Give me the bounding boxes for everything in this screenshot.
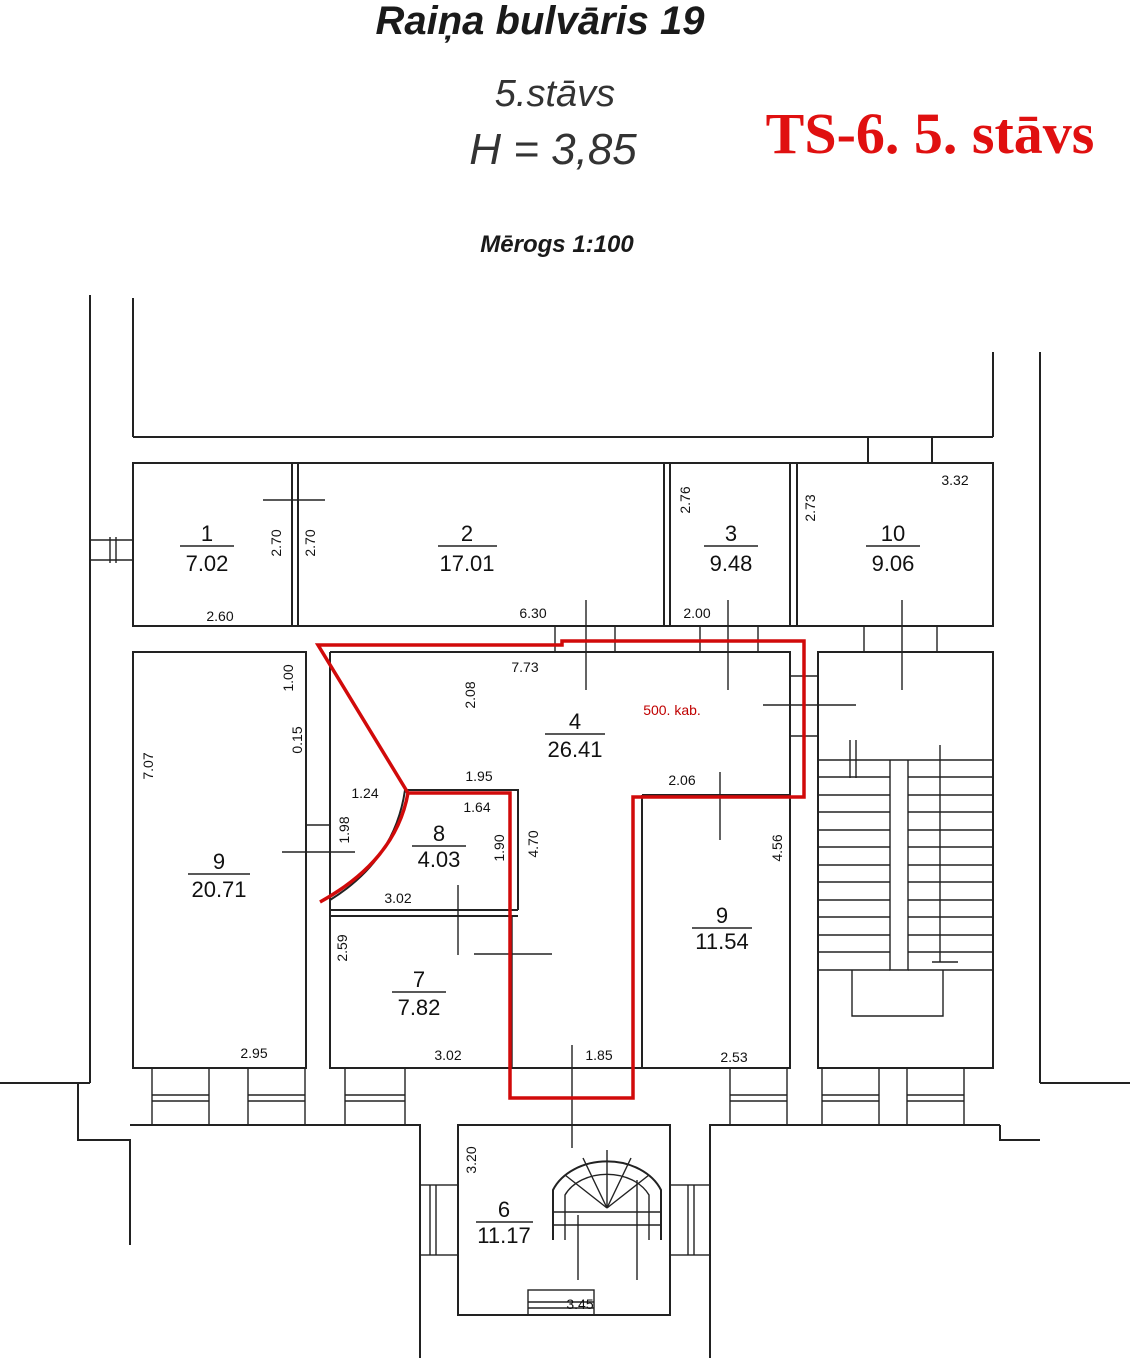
dimension-label: 1.00	[280, 664, 296, 691]
dimension-label: 2.73	[802, 494, 818, 521]
dimension-label: 2.60	[206, 608, 233, 624]
room-area: 4.03	[418, 847, 461, 872]
dimension-label: 3.20	[463, 1146, 479, 1173]
room-3-label: 3 9.48	[704, 521, 758, 576]
room-area: 20.71	[191, 877, 246, 902]
dimension-label: 7.73	[511, 659, 538, 675]
room-9-left-label: 9 20.71	[188, 849, 250, 902]
room-number: 1	[201, 521, 213, 546]
address-title: Raiņa bulvāris 19	[375, 0, 705, 43]
office-500-door-arc	[319, 792, 410, 904]
dimension-label: 4.56	[769, 834, 785, 861]
dimension-label: 7.07	[140, 752, 156, 779]
room-area: 7.82	[398, 995, 441, 1020]
room-area: 26.41	[547, 737, 602, 762]
room-6-label: 6 11.17	[476, 1197, 533, 1248]
height-label: H = 3,85	[469, 125, 637, 174]
dimension-label: 1.90	[491, 834, 507, 861]
dimension-label: 2.70	[268, 529, 284, 556]
dimension-label: 3.32	[941, 472, 968, 488]
room-area: 11.54	[695, 929, 748, 954]
dimension-label: 2.95	[240, 1045, 267, 1061]
office-500-outline	[314, 639, 806, 1100]
office-label: 500. kab.	[643, 702, 701, 718]
room-area: 17.01	[439, 551, 494, 576]
dimension-label: 2.76	[677, 486, 693, 513]
room-2-label: 2 17.01	[438, 521, 497, 576]
room-labels: 1 7.02 2 17.01 3 9.48 10 9.06 4 26.41 9 …	[180, 521, 920, 1248]
dimension-label: 1.95	[465, 768, 492, 784]
room-number: 6	[498, 1197, 510, 1222]
dimension-label: 2.06	[668, 772, 695, 788]
room-number: 4	[569, 709, 581, 734]
sheet-label: TS-6. 5. stāvs	[766, 101, 1095, 166]
dimension-label: 1.64	[463, 799, 490, 815]
room-number: 7	[413, 967, 425, 992]
dimension-label: 0.15	[289, 726, 305, 753]
dimension-label: 1.98	[336, 816, 352, 843]
staircase-right	[818, 740, 993, 1017]
room-area: 9.48	[710, 551, 753, 576]
bottom-windows	[151, 1067, 965, 1126]
dimension-label: 3.45	[566, 1296, 593, 1312]
dimension-label: 2.70	[302, 529, 318, 556]
room-1-label: 1 7.02	[180, 521, 234, 576]
room-area: 7.02	[186, 551, 229, 576]
dimension-label: 1.24	[351, 785, 378, 801]
room-10-label: 10 9.06	[866, 521, 920, 576]
dimension-label: 3.02	[434, 1047, 461, 1063]
dimension-label: 2.08	[462, 681, 478, 708]
dimension-label: 4.70	[525, 830, 541, 857]
room-6-block	[419, 1124, 711, 1316]
dimension-label: 6.30	[519, 605, 546, 621]
dimension-label: 1.85	[585, 1047, 612, 1063]
room-7-label: 7 7.82	[392, 967, 446, 1020]
top-rooms	[132, 462, 994, 690]
dimension-label: 2.00	[683, 605, 710, 621]
scale-label: Mērogs 1:100	[480, 231, 634, 258]
outer-walls	[0, 295, 1130, 1358]
room-number: 3	[725, 521, 737, 546]
floor-label: 5.stāvs	[495, 73, 615, 115]
dimension-label: 3.02	[384, 890, 411, 906]
dimension-labels: 2.60 6.30 2.00 3.32 2.70 2.70 2.76 2.73 …	[140, 472, 969, 1312]
room-area: 11.17	[477, 1223, 530, 1248]
room-number: 8	[433, 821, 445, 846]
room-number: 2	[461, 521, 473, 546]
dimension-label: 2.53	[720, 1049, 747, 1065]
room-number: 9	[213, 849, 225, 874]
room-9-right-label: 9 11.54	[692, 903, 752, 954]
dimension-label: 2.59	[334, 934, 350, 961]
room-8-label: 8 4.03	[412, 821, 466, 872]
room-number: 10	[881, 521, 905, 546]
room-area: 9.06	[872, 551, 915, 576]
room-number: 9	[716, 903, 728, 928]
room-4-label: 4 26.41	[545, 709, 605, 762]
